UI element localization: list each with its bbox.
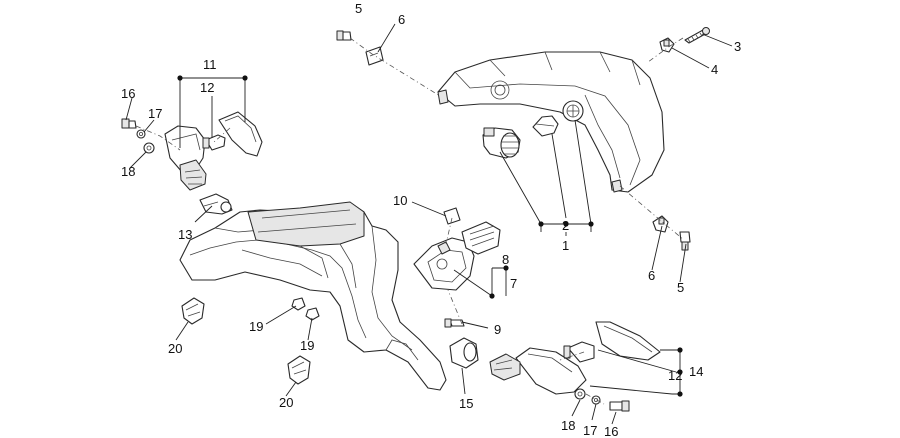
right-indicator-lens [595, 321, 661, 361]
left-bracket-13 [199, 193, 233, 215]
clip-nut-4 [659, 37, 675, 53]
callout-12-left: 12 [200, 80, 214, 95]
mudguard [179, 201, 447, 391]
callout-6-right: 6 [648, 268, 655, 283]
tail-light-housing [437, 51, 665, 193]
callout-8: 8 [502, 252, 509, 267]
left-washer-17 [136, 129, 146, 139]
callout-labels: 5 6 3 4 11 12 16 17 18 13 10 2 1 8 7 6 5… [121, 1, 741, 438]
bulb-socket [482, 127, 521, 159]
screw-5-right [679, 231, 691, 251]
callout-20-left: 20 [168, 341, 182, 356]
right-washer-18 [574, 388, 586, 400]
screw-5-top [336, 30, 352, 41]
callout-17-right: 17 [583, 423, 597, 438]
callout-13: 13 [178, 227, 192, 242]
callout-20-bottom: 20 [279, 395, 293, 410]
right-indicator-body [489, 347, 587, 395]
assembly-lines [135, 37, 685, 405]
callout-19-upper: 19 [249, 319, 263, 334]
license-light-connector [461, 221, 501, 255]
callout-3: 3 [734, 39, 741, 54]
callout-16-left: 16 [121, 86, 135, 101]
callout-2: 2 [562, 218, 569, 233]
callout-6-top: 6 [398, 12, 405, 27]
callout-19-lower: 19 [300, 338, 314, 353]
callout-1: 1 [562, 238, 569, 253]
clip-20-bottom [287, 355, 311, 385]
callout-10: 10 [393, 193, 407, 208]
callout-16-right: 16 [604, 424, 618, 438]
bracket-15 [449, 337, 479, 369]
callout-11: 11 [203, 57, 217, 72]
tail-bulb [532, 115, 559, 137]
callout-5-right: 5 [677, 280, 684, 295]
nut-19-upper [291, 297, 306, 311]
callout-18-right: 18 [561, 418, 575, 433]
left-washer-18 [143, 142, 155, 154]
screw-3 [684, 27, 710, 44]
nut-19-lower [305, 307, 320, 321]
clip-10 [443, 207, 461, 225]
callout-17-left: 17 [148, 106, 162, 121]
left-indicator-lens [218, 111, 263, 157]
left-screw-16 [121, 118, 137, 129]
left-indicator-bulb [202, 134, 226, 151]
callout-14: 14 [689, 364, 703, 379]
callout-5-top: 5 [355, 1, 362, 16]
screw-9 [444, 318, 465, 328]
callout-4: 4 [711, 62, 718, 77]
callout-9: 9 [494, 322, 501, 337]
right-screw-16 [609, 400, 630, 412]
callout-7: 7 [510, 276, 517, 291]
clip-20-left [181, 297, 205, 325]
right-indicator-bulb [563, 341, 595, 363]
clip-nut-6-top [365, 46, 384, 66]
clip-nut-6-right [652, 215, 669, 233]
callout-15: 15 [459, 396, 473, 411]
left-indicator-body [164, 125, 207, 191]
callout-12-right: 12 [668, 368, 682, 383]
right-washer-17 [591, 395, 601, 405]
bracket-dots [177, 75, 683, 397]
license-light-housing [413, 237, 475, 291]
callout-18-left: 18 [121, 164, 135, 179]
